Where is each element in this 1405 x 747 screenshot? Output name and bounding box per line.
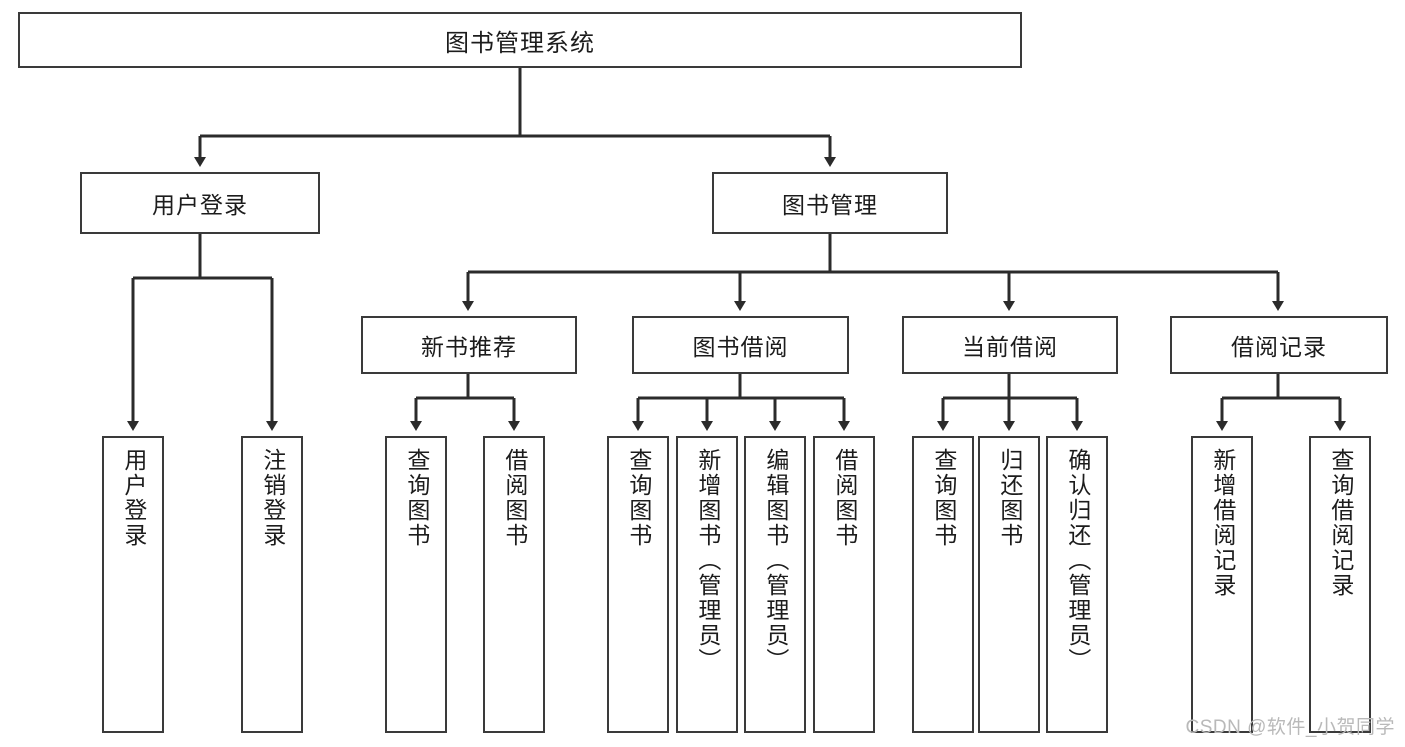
node-leaf-confirm-return[interactable]: 确认归还（管理员） [1046, 436, 1108, 733]
node-leaf-add-borrow-record-label: 新增借阅记录 [1209, 448, 1236, 598]
node-leaf-user-login[interactable]: 用户登录 [102, 436, 164, 733]
node-borrow-record-label: 借阅记录 [1231, 334, 1327, 360]
node-book-manage[interactable]: 图书管理 [712, 172, 948, 234]
node-leaf-confirm-return-label: 确认归还（管理员） [1064, 448, 1091, 673]
node-root-label: 图书管理系统 [445, 29, 595, 57]
node-leaf-borrow-book-2[interactable]: 借阅图书 [813, 436, 875, 733]
node-book-borrow[interactable]: 图书借阅 [632, 316, 849, 374]
node-leaf-borrow-book-1[interactable]: 借阅图书 [483, 436, 545, 733]
node-leaf-edit-book-label: 编辑图书（管理员） [762, 448, 789, 673]
node-leaf-query-book-3[interactable]: 查询图书 [912, 436, 974, 733]
node-leaf-query-book-2-label: 查询图书 [625, 448, 652, 548]
node-leaf-query-borrow-record[interactable]: 查询借阅记录 [1309, 436, 1371, 733]
node-leaf-borrow-book-2-label: 借阅图书 [831, 448, 858, 548]
node-leaf-query-borrow-record-label: 查询借阅记录 [1327, 448, 1354, 598]
node-new-book-recommend-label: 新书推荐 [421, 334, 517, 360]
node-leaf-query-book-1-label: 查询图书 [403, 448, 430, 548]
node-user-login[interactable]: 用户登录 [80, 172, 320, 234]
node-current-borrow-label: 当前借阅 [962, 334, 1058, 360]
node-user-login-label: 用户登录 [152, 192, 248, 218]
node-leaf-logout-login[interactable]: 注销登录 [241, 436, 303, 733]
node-new-book-recommend[interactable]: 新书推荐 [361, 316, 577, 374]
node-current-borrow[interactable]: 当前借阅 [902, 316, 1118, 374]
node-leaf-return-book-label: 归还图书 [996, 448, 1023, 548]
node-leaf-logout-login-label: 注销登录 [259, 448, 286, 548]
node-book-manage-label: 图书管理 [782, 192, 878, 218]
node-leaf-add-book[interactable]: 新增图书（管理员） [676, 436, 738, 733]
node-leaf-query-book-2[interactable]: 查询图书 [607, 436, 669, 733]
node-leaf-query-book-1[interactable]: 查询图书 [385, 436, 447, 733]
node-root[interactable]: 图书管理系统 [18, 12, 1022, 68]
node-leaf-user-login-label: 用户登录 [120, 448, 147, 548]
node-book-borrow-label: 图书借阅 [692, 334, 789, 360]
node-borrow-record[interactable]: 借阅记录 [1170, 316, 1388, 374]
node-leaf-return-book[interactable]: 归还图书 [978, 436, 1040, 733]
node-leaf-query-book-3-label: 查询图书 [930, 448, 957, 548]
node-leaf-edit-book[interactable]: 编辑图书（管理员） [744, 436, 806, 733]
node-leaf-add-book-label: 新增图书（管理员） [694, 448, 721, 673]
node-leaf-borrow-book-1-label: 借阅图书 [501, 448, 528, 548]
watermark-text: CSDN @软件_小贺同学 [1185, 717, 1395, 738]
node-leaf-add-borrow-record[interactable]: 新增借阅记录 [1191, 436, 1253, 733]
